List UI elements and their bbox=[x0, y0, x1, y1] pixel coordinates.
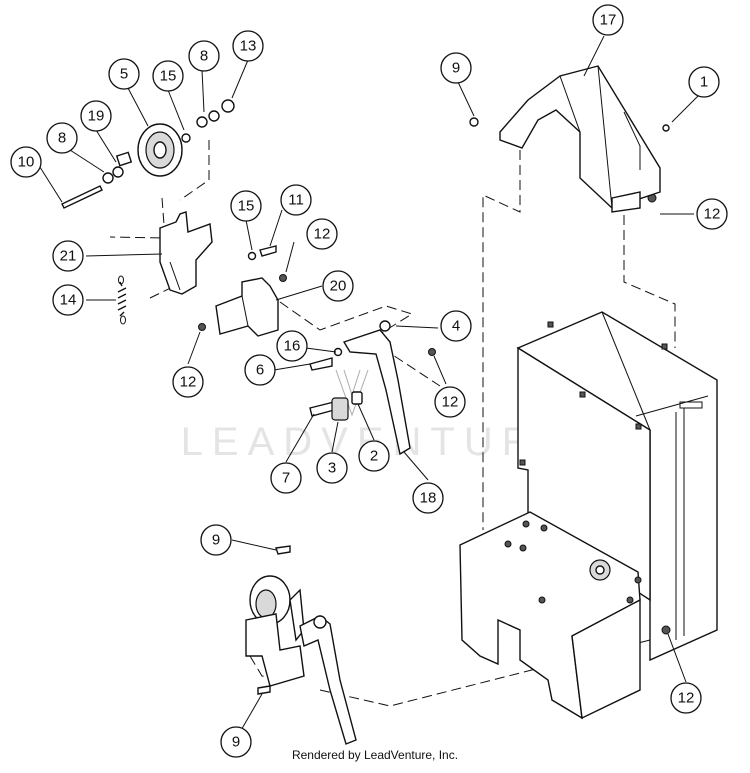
callout-7: 7 bbox=[270, 462, 302, 494]
callout-10: 10 bbox=[10, 146, 42, 178]
callout-12-arm: 12 bbox=[434, 386, 466, 418]
svg-text:9: 9 bbox=[212, 532, 220, 549]
callout-2: 2 bbox=[358, 440, 390, 472]
svg-text:7: 7 bbox=[282, 470, 290, 487]
callout-1: 1 bbox=[688, 66, 720, 98]
callout-16: 16 bbox=[276, 330, 308, 362]
svg-text:8: 8 bbox=[200, 48, 208, 65]
svg-text:9: 9 bbox=[452, 60, 460, 77]
svg-text:1: 1 bbox=[700, 74, 708, 91]
svg-text:8: 8 bbox=[58, 130, 66, 147]
callout-18: 18 bbox=[412, 482, 444, 514]
callout-12-left: 12 bbox=[172, 366, 204, 398]
svg-text:21: 21 bbox=[60, 248, 77, 265]
callout-4: 4 bbox=[440, 310, 472, 342]
svg-text:13: 13 bbox=[240, 38, 257, 55]
svg-text:3: 3 bbox=[328, 460, 336, 477]
svg-text:12: 12 bbox=[678, 690, 695, 707]
callouts: 17 9 1 12 5 15 8 13 19 8 10 21 15 11 12 … bbox=[10, 4, 728, 758]
callout-13: 13 bbox=[232, 30, 264, 62]
svg-text:15: 15 bbox=[238, 198, 255, 215]
svg-text:10: 10 bbox=[18, 154, 35, 171]
callout-6: 6 bbox=[244, 354, 276, 386]
svg-text:4: 4 bbox=[452, 318, 460, 335]
top-cover bbox=[499, 65, 661, 213]
callout-21: 21 bbox=[52, 240, 84, 272]
leader-lines bbox=[37, 35, 699, 733]
footer-credit: Rendered by LeadVenture, Inc. bbox=[291, 748, 459, 762]
svg-text:15: 15 bbox=[160, 68, 177, 85]
callout-11: 11 bbox=[280, 184, 312, 216]
main-housing bbox=[198, 193, 718, 720]
callout-20: 20 bbox=[322, 270, 354, 302]
callout-14: 14 bbox=[52, 284, 84, 316]
callout-17: 17 bbox=[592, 4, 624, 36]
callout-12-base: 12 bbox=[670, 682, 702, 714]
svg-text:9: 9 bbox=[232, 734, 240, 751]
assembled-view bbox=[245, 545, 357, 745]
svg-text:6: 6 bbox=[256, 362, 264, 379]
svg-text:12: 12 bbox=[180, 374, 197, 391]
callout-12-bracket: 12 bbox=[306, 218, 338, 250]
svg-text:20: 20 bbox=[330, 278, 347, 295]
callout-5: 5 bbox=[108, 58, 140, 90]
svg-text:11: 11 bbox=[288, 192, 304, 209]
callout-19: 19 bbox=[80, 100, 112, 132]
callout-9-top: 9 bbox=[440, 52, 472, 84]
callout-9-bottom: 9 bbox=[220, 726, 252, 758]
svg-text:19: 19 bbox=[88, 108, 105, 125]
callout-12-cover: 12 bbox=[696, 198, 728, 230]
callout-15-top: 15 bbox=[152, 60, 184, 92]
callout-3: 3 bbox=[316, 452, 348, 484]
idler-pulley-assembly bbox=[61, 99, 670, 456]
svg-text:12: 12 bbox=[314, 226, 331, 243]
svg-text:14: 14 bbox=[60, 292, 77, 309]
svg-text:17: 17 bbox=[600, 12, 617, 29]
svg-text:16: 16 bbox=[284, 338, 301, 355]
callout-8-right: 8 bbox=[188, 40, 220, 72]
svg-text:12: 12 bbox=[704, 206, 721, 223]
svg-text:2: 2 bbox=[370, 448, 378, 465]
callout-8-left: 8 bbox=[46, 122, 78, 154]
svg-text:5: 5 bbox=[120, 66, 128, 83]
svg-text:12: 12 bbox=[442, 394, 459, 411]
callout-9-mid: 9 bbox=[200, 524, 232, 556]
svg-text:18: 18 bbox=[420, 490, 437, 507]
callout-15-mid: 15 bbox=[230, 190, 262, 222]
